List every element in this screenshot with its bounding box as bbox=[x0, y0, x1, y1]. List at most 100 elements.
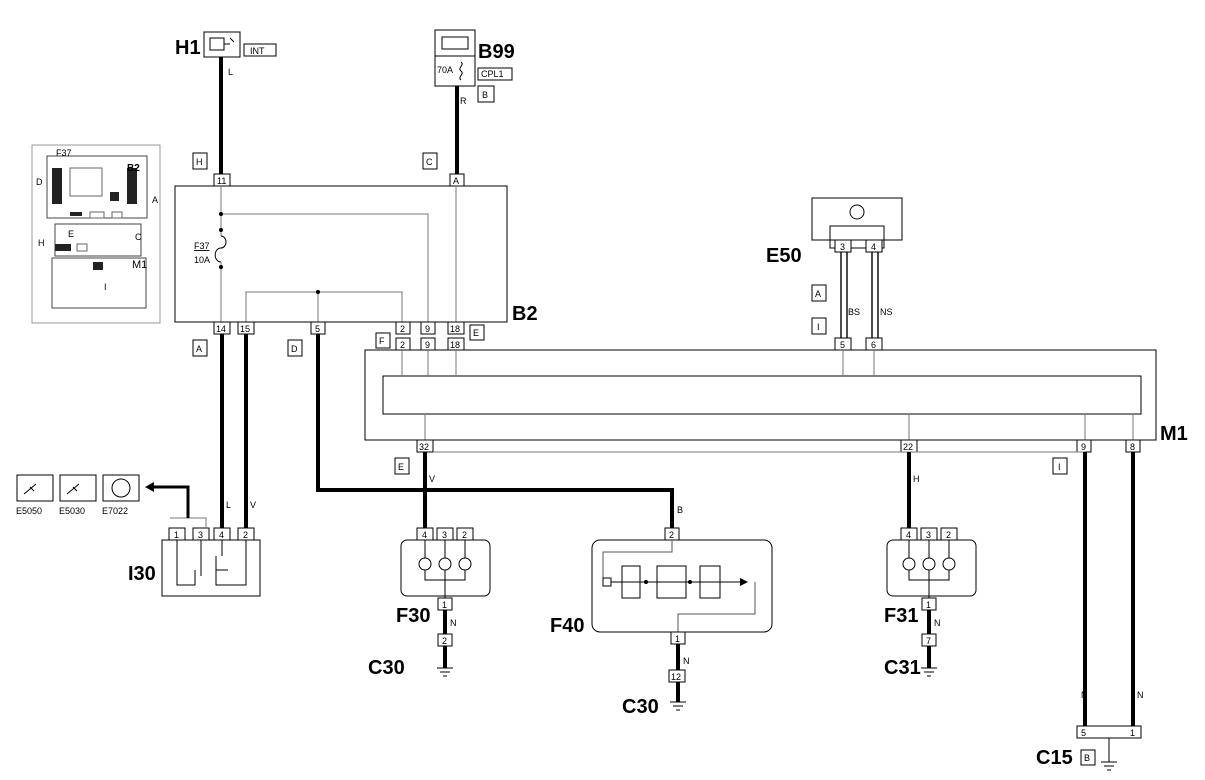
h1-wire-color: L bbox=[228, 67, 233, 77]
f40-component: 2 1 N 12 F40 C30 bbox=[550, 527, 773, 718]
b2-pin-5: 5 bbox=[315, 324, 320, 334]
f40-wire-n: N bbox=[683, 656, 690, 666]
b2-pin-11: 11 bbox=[217, 176, 226, 186]
inset-label-i: I bbox=[104, 282, 107, 292]
f31-pin-2: 2 bbox=[946, 530, 951, 540]
inset-label-d: D bbox=[36, 177, 43, 187]
m1-label: M1 bbox=[1160, 423, 1188, 445]
f40-pin-2: 2 bbox=[669, 530, 674, 540]
i30-label: I30 bbox=[128, 563, 156, 585]
b2-component: 11 A B2 F37 10A 14 15 5 2 9 18 E F bbox=[174, 173, 538, 357]
c15-wire-n2: N bbox=[1137, 690, 1144, 700]
b99-label: B99 bbox=[478, 41, 515, 63]
e50-wire-ns: NS bbox=[880, 307, 893, 317]
m1-conn-e: E bbox=[398, 462, 404, 472]
f31-component: 4 3 2 1 N 7 F31 C31 bbox=[884, 527, 977, 679]
b2-conn-e: E bbox=[473, 328, 479, 338]
b99-fuse-rating: 70A bbox=[437, 65, 453, 75]
c15-component: 5 1 C15 B bbox=[1036, 725, 1142, 771]
b99-wire-color: R bbox=[460, 96, 467, 106]
c31-label: C31 bbox=[884, 657, 921, 679]
e50-pin-4: 4 bbox=[871, 242, 876, 252]
c15-pin-5: 5 bbox=[1081, 728, 1086, 738]
h1-int-tag: INT bbox=[250, 46, 265, 56]
inset-label-a: A bbox=[152, 195, 158, 205]
icon-e7022-label: E7022 bbox=[102, 506, 128, 516]
i30-pin-1: 1 bbox=[174, 530, 179, 540]
inset-label-h: H bbox=[38, 238, 45, 248]
m1-pin-9: 9 bbox=[425, 340, 430, 350]
i30-pin-4: 4 bbox=[219, 530, 224, 540]
b2-pin-a: A bbox=[453, 176, 459, 186]
b99-component: 70A B99 CPL1 B R C bbox=[422, 29, 515, 174]
c15-conn-tag: B bbox=[1084, 753, 1090, 763]
b2-pin-14: 14 bbox=[216, 324, 226, 334]
f31-wire-h: H bbox=[913, 474, 920, 484]
e50-label: E50 bbox=[766, 245, 802, 267]
m1-pin-18: 18 bbox=[450, 340, 460, 350]
f30-label: F30 bbox=[396, 605, 430, 627]
e50-conn-a: A bbox=[815, 289, 821, 299]
f40-label: F40 bbox=[550, 615, 584, 637]
i30-component: 1 3 4 2 I30 bbox=[128, 517, 261, 597]
m1-pin-32: 32 bbox=[419, 442, 429, 452]
c30a-pin-2: 2 bbox=[442, 636, 447, 646]
b2-conn-a: A bbox=[196, 344, 202, 354]
b2-pin-18: 18 bbox=[450, 324, 460, 334]
c30a-label: C30 bbox=[368, 657, 405, 679]
m1-pin-9b: 9 bbox=[1081, 442, 1086, 452]
i30-wire-l: L bbox=[226, 500, 231, 510]
m1-pin-6: 6 bbox=[871, 340, 876, 350]
f31-pin-1: 1 bbox=[926, 600, 931, 610]
main-wires: L V B V H N N bbox=[220, 334, 1144, 726]
f30-pin-2: 2 bbox=[462, 530, 467, 540]
m1-pin-2: 2 bbox=[400, 340, 405, 350]
m1-pin-8: 8 bbox=[1130, 442, 1135, 452]
f40-pin-1: 1 bbox=[675, 634, 680, 644]
b2-pin-9: 9 bbox=[425, 324, 430, 334]
b2-conn-h: H bbox=[196, 157, 203, 167]
b99-conn-tag: B bbox=[482, 90, 488, 100]
f31-wire-n: N bbox=[934, 618, 941, 628]
m1-pin-5: 5 bbox=[840, 340, 845, 350]
b2-conn-f: F bbox=[379, 336, 385, 346]
inset-label-e: E bbox=[68, 229, 74, 239]
reference-icons: E5050 E5030 E7022 bbox=[16, 474, 190, 518]
f30-pin-4: 4 bbox=[422, 530, 427, 540]
i30-wire-v: V bbox=[250, 500, 256, 510]
f30-wire-n: N bbox=[450, 618, 457, 628]
m1-pin-22: 22 bbox=[903, 442, 913, 452]
icon-e5050-label: E5050 bbox=[16, 506, 42, 516]
i30-pin-2: 2 bbox=[243, 530, 248, 540]
inset-label-c: C bbox=[135, 232, 142, 242]
f31-label: F31 bbox=[884, 605, 918, 627]
b2-fuse-rating: 10A bbox=[194, 255, 210, 265]
e50-component: E50 3 4 BS NS A I bbox=[766, 197, 903, 338]
b2-conn-c: C bbox=[426, 157, 433, 167]
f40-wire-b: B bbox=[677, 505, 683, 515]
e50-conn-i: I bbox=[817, 322, 820, 332]
e50-wire-bs: BS bbox=[848, 307, 860, 317]
f30-wire-v: V bbox=[429, 474, 435, 484]
b2-fuse-f37: F37 bbox=[194, 241, 210, 251]
f31-pin-4: 4 bbox=[906, 530, 911, 540]
f30-pin-1: 1 bbox=[442, 600, 447, 610]
f30-pin-3: 3 bbox=[442, 530, 447, 540]
m1-conn-i: I bbox=[1058, 462, 1061, 472]
h1-component: H1 INT L H bbox=[175, 31, 277, 174]
inset-label-m1: M1 bbox=[132, 259, 147, 271]
c15-wire-n1: N bbox=[1081, 690, 1088, 700]
b2-conn-d: D bbox=[291, 344, 298, 354]
inset-label-b2: B2 bbox=[127, 163, 140, 174]
e50-pin-3: 3 bbox=[840, 242, 845, 252]
i30-pin-3: 3 bbox=[198, 530, 203, 540]
f31-pin-3: 3 bbox=[926, 530, 931, 540]
m1-component: M1 2 9 18 5 6 32 22 9 8 E I bbox=[364, 337, 1188, 475]
c31-pin-7: 7 bbox=[926, 636, 931, 646]
b2-pin-15: 15 bbox=[240, 324, 250, 334]
b99-cpl-tag: CPL1 bbox=[481, 69, 504, 79]
c30b-label: C30 bbox=[622, 696, 659, 718]
c30b-pin-12: 12 bbox=[671, 672, 681, 682]
